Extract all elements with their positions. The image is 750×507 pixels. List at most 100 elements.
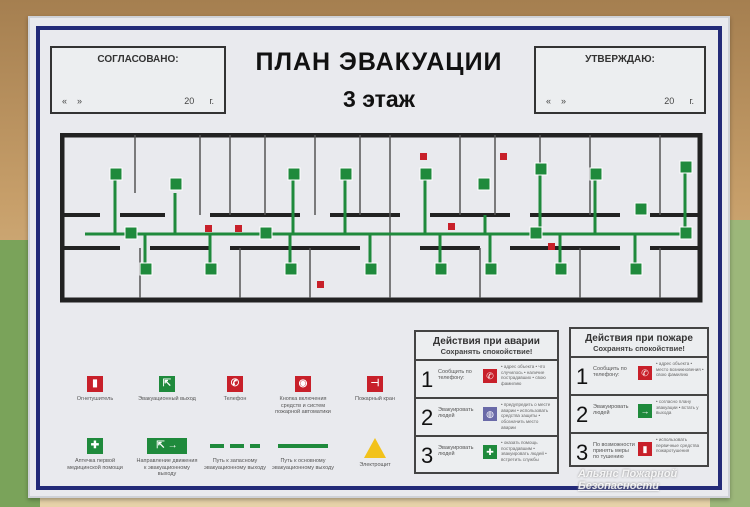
exit-sign-icon [204, 262, 218, 276]
evacuation-plan-sign: СОГЛАСОВАНО: « »20 г. УТВЕРЖДАЮ: « »20 г… [28, 16, 730, 498]
approval-box: СОГЛАСОВАНО: « »20 г. [50, 46, 226, 114]
exit-sign-icon [554, 262, 568, 276]
exit-sign-icon [364, 262, 378, 276]
legend-item: ⇱Эвакуационный выход [135, 376, 199, 403]
fire-extinguisher-icon: ▮ [638, 442, 652, 456]
exit-sign-icon [124, 226, 138, 240]
legend-label: Путь к основному эвакуационному выходу [272, 458, 334, 471]
exit-sign-icon [109, 167, 123, 181]
phone-icon: ✆ [227, 376, 243, 392]
legend-label: Путь к запасному эвакуационному выходу [204, 458, 266, 471]
fire-alarm-button-icon: ◉ [295, 376, 311, 392]
step-details: • использовать первичные средства пожаро… [656, 437, 700, 454]
legend-item: ✆ Телефон [203, 376, 267, 403]
exit-sign-icon [287, 167, 301, 181]
approval-label: СОГЛАСОВАНО: [97, 54, 179, 65]
dashed-path-icon [210, 444, 260, 448]
legend-label: Телефон [223, 396, 247, 402]
fire-panel-title: Действия при пожаре [585, 333, 693, 344]
legend-item: Путь к основному эвакуационному выходу [271, 438, 335, 471]
fire-panel-subtitle: Сохранять спокойствие! [571, 344, 707, 358]
step-details: • согласно плану эвакуации • встать у вы… [656, 399, 699, 416]
exit-sign-icon [529, 226, 543, 240]
exit-sign-icon [634, 202, 648, 216]
exit-sign-icon [534, 162, 548, 176]
exit-sign-icon [434, 262, 448, 276]
legend-label: Кнопка включения средств и систем пожарн… [275, 396, 331, 416]
accident-panel-title: Действия при аварии [433, 336, 540, 347]
sign-frame [36, 26, 722, 490]
step-text: Эвакуировать людей [438, 445, 474, 457]
exit-sign-icon [169, 177, 183, 191]
legend-item: ✚ Аптечка первой медицинской помощи [63, 438, 127, 471]
exit-sign-icon [679, 160, 693, 174]
action-step: 1 Сообщить по телефону: ✆ • адрес объекта •… [416, 361, 557, 399]
confirm-label: УТВЕРЖДАЮ: [585, 54, 655, 65]
exit-sign-icon [339, 167, 353, 181]
legend-label: Огнетушитель [76, 396, 114, 402]
step-details: • предупредить о месте аварии • использо… [501, 402, 551, 430]
step-text: По возможности принять меры по тушению [593, 442, 635, 460]
fire-hydrant-icon: ⊣ [367, 376, 383, 392]
step-text: Сообщить по телефону: [438, 369, 472, 381]
legend-item: Электрощит [343, 438, 407, 469]
confirm-date: « »20 г. [546, 96, 694, 106]
step-text: Сообщить по телефону: [593, 366, 627, 378]
step-number: 3 [576, 440, 589, 465]
accident-panel-subtitle: Сохранять спокойствие! [416, 347, 557, 361]
phone-icon: ✆ [483, 369, 497, 383]
fire-equipment-icon [500, 153, 507, 160]
legend-label: Направление движения к эвакуационному вы… [136, 458, 198, 478]
protective-mask-icon: ◍ [483, 407, 497, 421]
electrical-hazard-icon [364, 438, 386, 458]
legend-item: ▮ Огнетушитель [63, 376, 127, 403]
exit-direction-icon: ⇱ → [147, 438, 187, 454]
exit-direction-icon: → [638, 404, 652, 418]
fire-equipment-icon [205, 225, 212, 232]
step-number: 1 [421, 367, 434, 392]
exit-sign-icon [679, 226, 693, 240]
plan-title: ПЛАН ЭВАКУАЦИИ [255, 48, 503, 76]
exit-sign-icon [477, 177, 491, 191]
approval-date: « »20 г. [62, 96, 214, 106]
step-details: • адрес объекта • что случилось • наличи… [501, 364, 546, 386]
action-step: 1 Сообщить по телефону: ✆ • адрес объекта •… [571, 358, 707, 396]
exit-sign-icon [484, 262, 498, 276]
step-number: 1 [576, 364, 589, 389]
legend-label: Аптечка первой медицинской помощи [67, 458, 123, 471]
fire-equipment-icon [317, 281, 324, 288]
fire-equipment-icon [448, 223, 455, 230]
exit-sign-icon [589, 167, 603, 181]
exit-sign-icon [139, 262, 153, 276]
fire-equipment-icon [235, 225, 242, 232]
confirm-box: УТВЕРЖДАЮ: « »20 г. [534, 46, 706, 114]
phone-icon: ✆ [638, 366, 652, 380]
accident-actions-panel: Действия при аварии Сохранять спокойстви… [414, 330, 559, 474]
fire-actions-panel: Действия при пожаре Сохранять спокойстви… [569, 327, 709, 467]
first-aid-icon: ✚ [483, 445, 497, 459]
first-aid-icon: ✚ [87, 438, 103, 454]
floor-plan [60, 133, 703, 303]
fire-equipment-icon [548, 243, 555, 250]
fire-equipment-icon [420, 153, 427, 160]
outer-wall [60, 133, 703, 303]
legend-label: Электрощит [359, 462, 391, 468]
fire-extinguisher-icon: ▮ [87, 376, 103, 392]
exit-sign-icon [259, 226, 273, 240]
exit-sign-icon [284, 262, 298, 276]
step-text: Эвакуировать людей [593, 404, 629, 416]
step-details: • адрес объекта • место возникновения • … [656, 361, 704, 378]
exit-sign-icon [419, 167, 433, 181]
legend-label: Эвакуационный выход [138, 396, 196, 402]
action-step: 2 Эвакуировать людей → • согласно плану эва… [571, 396, 707, 434]
exit-sign-icon [629, 262, 643, 276]
legend-label: Пожарный кран [355, 396, 395, 402]
step-number: 2 [421, 405, 434, 430]
legend-item: ◉ Кнопка включения средств и систем пожар… [271, 376, 335, 416]
step-number: 2 [576, 402, 589, 427]
legend-item: ⇱ → Направление движения к эвакуационному… [135, 438, 199, 478]
